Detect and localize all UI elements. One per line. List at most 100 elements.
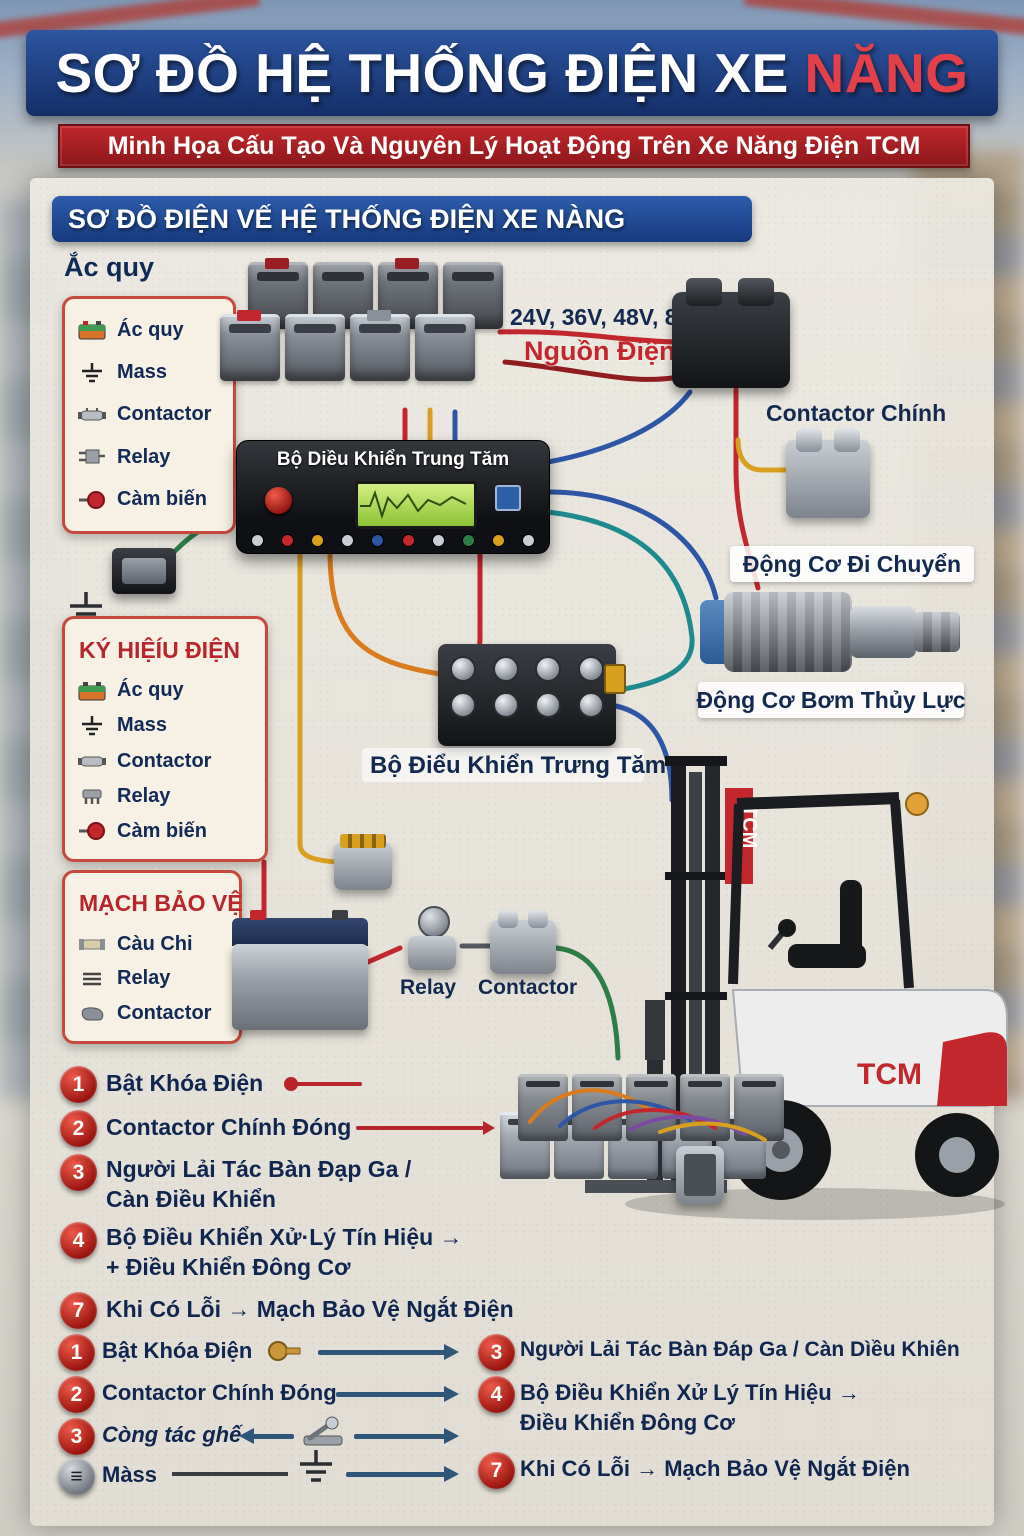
legend-machbaove-title: MẠCH BẢO VỆ [79,890,243,917]
central-controller-2-device [438,644,626,746]
flow-text: Bật Khóa Điện [102,1338,253,1363]
section-title-bar: SƠ ĐỒ ĐIỆN VẾ HỆ THỐNG ĐIỆN XE NÀNG [52,196,752,242]
step-badge: 4 [60,1222,97,1259]
flow-text: Người Lải Tác Bàn Đáp Ga / Càn Dìều Khiê… [520,1338,960,1361]
flow-text: Còng tác ghế [102,1422,242,1447]
flow-arrow [318,1344,459,1360]
battery-cell [415,314,475,381]
legend-item: Ác quy [77,679,253,703]
fuse-icon [77,932,107,956]
relay-icon [77,784,107,808]
ground-icon [77,714,107,738]
relay-icon [77,967,107,991]
legend-kyhieu-box: KÝ HIỆÍU ĐIỆN Ác quy Mass Contactor Rela… [62,616,268,862]
legend-item: Contactor [77,1002,227,1026]
ground-icon [77,361,107,385]
power-source-label: Nguồn Điện [524,336,676,366]
legend-item-label: Ác quy [117,318,184,341]
red-button [265,487,292,514]
battery-cell [572,1074,622,1141]
seat-switch-icon [303,1416,343,1446]
sensor-icon [77,819,107,843]
battery-cell [680,1074,730,1141]
contactor-icon [77,1002,107,1026]
flow-arrow [354,1428,459,1444]
legend-item-label: Mass [117,361,168,384]
step2-connector [356,1121,495,1135]
central-controller-device: Bộ Diều Khiển Trung Tăm [236,440,550,554]
drive-motor-device [700,588,962,676]
flow-badge: 4 [478,1376,515,1413]
controller-caption: Bộ Điểu Khiển Trưng Tăm [370,752,667,779]
main-contactor-label: Contactor Chính [766,400,947,426]
legend-item: Contactor [77,749,253,773]
step-text: Càn Điều Khiển [106,1186,276,1212]
battery-connector-device [676,1146,724,1204]
step-text: Bật Khóa Điện [106,1070,264,1096]
legend-item-label: Càm biến [117,488,208,511]
step-text: Contactor Chính Đóng [106,1114,352,1140]
legend-item-label: Relay [117,445,171,468]
legend-item-label: Contactor [117,1002,212,1025]
battery-pack-wires [528,1088,767,1142]
controller-caption-bg [362,748,644,782]
legend-item: Càm biến [77,819,253,843]
drive-motor-label: Động Cơ Đi Chuyển [730,546,974,582]
connector-port [495,485,521,511]
legend-item-label: Mass [117,714,168,737]
aux-relay-device [786,428,870,518]
battery-cell [220,310,280,381]
step-badge: 2 [60,1110,97,1147]
flow-arrow [336,1386,459,1402]
forklift-body-brand: TCM [857,1058,922,1091]
ignition-switch-device [112,548,176,594]
flow-text: Bộ Điều Khiển Xử Lý Tín Hiệu → [520,1380,860,1405]
page-title: SƠ ĐỒ HỆ THỐNG ĐIỆN XE NĂNG [55,41,968,105]
legend-item: Càm biến [77,488,221,512]
ground-icon [300,1450,332,1482]
battery-bank [220,258,512,408]
flow-text: Contactor Chính Đóng [102,1380,337,1405]
battery-cell [285,314,345,381]
pump-motor-label: Động Cơ Bơm Thủy Lực [696,682,966,718]
flow-arrow-left [239,1428,294,1444]
contactor-icon [77,749,107,773]
legend-item: Ác quy [77,318,221,342]
legend-item: Càu Chi [77,932,227,956]
sensor-icon [77,488,107,512]
step-badge: 7 [60,1292,97,1329]
header-banner: SƠ ĐỒ HỆ THỐNG ĐIỆN XE NĂNG [26,30,998,116]
flow-text: Điều Khiển Đông Cơ [520,1410,735,1435]
lcd-screen [355,481,477,529]
legend-item-label: Càu Chi [117,932,193,955]
legend-machbaove-box: MẠCH BẢO VỆ Càu Chi Relay Contactor [62,870,243,1044]
flow-badge-mass: ≡ [58,1458,95,1495]
legend-item-label: Càm biến [117,819,208,842]
forklift-battery-pack [500,1068,792,1236]
contactor-caption: Contactor [478,976,578,999]
step-text: Bộ Điều Khiển Xử·Lý Tín Hiệu → [106,1224,463,1250]
step-badge: 3 [60,1154,97,1191]
flow-badge: 7 [478,1452,515,1489]
relay-icon [77,445,107,469]
legend-item: Relay [77,967,227,991]
flow-badge: 3 [58,1418,95,1455]
legend-kyhieu-title: KÝ HIỆÍU ĐIỆN [79,636,241,663]
subtitle-banner: Minh Họa Cấu Tạo Và Nguyên Lý Hoạt Động … [58,124,970,168]
relay-device [404,906,460,972]
main-contactor-device [672,278,790,388]
step-text: + Điều Khiển Đông Cơ [106,1254,351,1280]
legend-item: Mass [77,714,253,738]
contactor-icon [77,403,107,427]
flow-badge: 3 [478,1334,515,1371]
legend-item: Mass [77,361,221,385]
flow-line [172,1472,288,1476]
terminal-row [251,534,535,547]
legend-item: Contactor [77,403,221,427]
battery-icon [77,679,107,703]
page-title-accent: NĂNG [804,42,969,104]
battery-cell [350,310,410,381]
legend-item-label: Relay [117,784,171,807]
flow-badge: 1 [58,1334,95,1371]
